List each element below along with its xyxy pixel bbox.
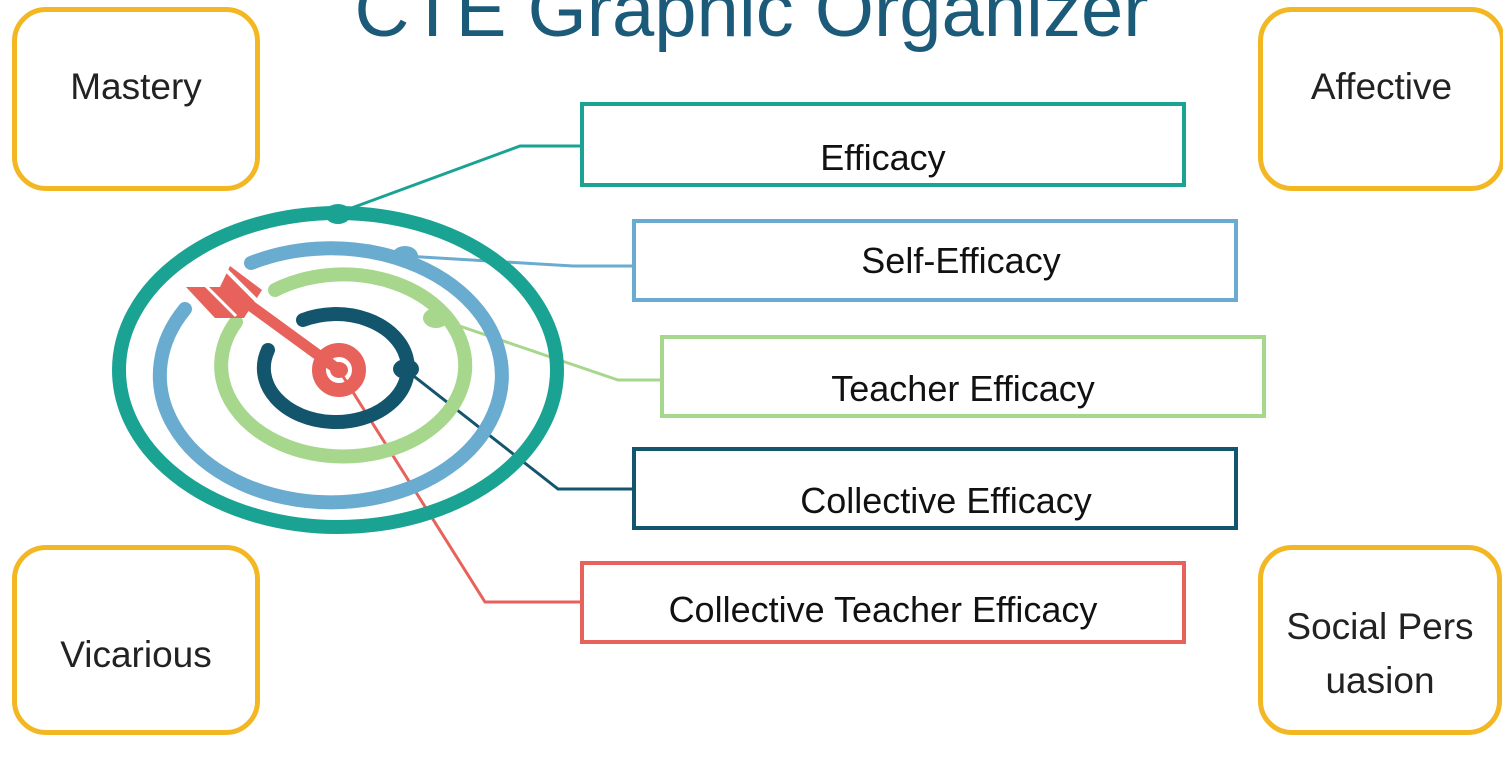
level-label: Efficacy (820, 137, 946, 178)
page-title: CTE Graphic Organizer (354, 0, 1149, 53)
level-label: Self-Efficacy (861, 239, 1061, 281)
connector-efficacy (337, 144, 580, 215)
corner-box-social-persuasion: Social Persuasion (1258, 545, 1502, 735)
connector-self-efficacy (404, 254, 632, 268)
level-label: Collective Efficacy (800, 480, 1092, 521)
corner-label: Social Persuasion (1286, 606, 1474, 701)
corner-box-mastery: Mastery (12, 7, 260, 191)
level-label: Teacher Efficacy (831, 368, 1095, 409)
level-box-self-efficacy: Self-Efficacy (632, 219, 1238, 302)
corner-box-affective: Affective (1258, 7, 1503, 191)
level-box-teacher-efficacy: Teacher Efficacy (660, 335, 1266, 418)
level-label: Collective Teacher Efficacy (668, 589, 1098, 630)
target-icon (112, 204, 564, 534)
corner-box-vicarious: Vicarious (12, 545, 260, 735)
level-box-collective-teacher-efficacy: Collective Teacher Efficacy (580, 561, 1186, 644)
level-box-collective-efficacy: Collective Efficacy (632, 447, 1238, 530)
corner-label: Affective (1310, 66, 1453, 107)
level-box-efficacy: Efficacy (580, 102, 1186, 187)
corner-label: Vicarious (60, 634, 212, 675)
corner-label: Mastery (70, 66, 202, 107)
arrow-icon (186, 264, 342, 374)
